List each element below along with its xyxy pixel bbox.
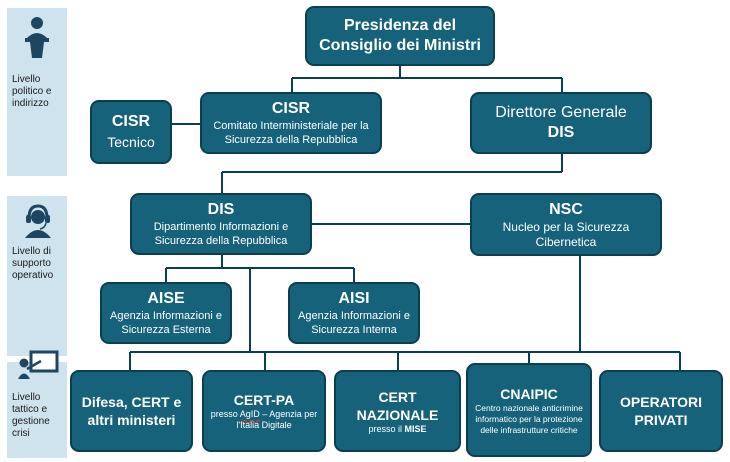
headset-operator-icon xyxy=(21,202,55,245)
box-certpa-title: CERT-PA xyxy=(233,392,295,408)
box-aisi[interactable]: AISI Agenzia Informazioni e Sicurezza In… xyxy=(288,282,420,344)
box-certnaz-subtitle: presso il MISE xyxy=(368,423,427,434)
box-difesa[interactable]: Difesa, CERT e altri ministeri xyxy=(70,370,193,452)
box-cisr-tecnico-title: CISR xyxy=(111,113,151,130)
box-cisr-tecnico[interactable]: CISR Tecnico xyxy=(90,100,172,164)
box-operatori-title: OPERATORI PRIVATI xyxy=(620,394,702,428)
box-certpa-subtitle: presso AgID – Agenzia per l'Italia Digit… xyxy=(210,409,318,430)
box-aisi-subtitle: Agenzia Informazioni e Sicurezza Interna xyxy=(298,310,410,336)
box-nsc[interactable]: NSC Nucleo per la Sicurezza Cibernetica xyxy=(470,193,662,256)
level-panel-support: Livello di supporto operativo xyxy=(7,196,67,356)
box-cisr-title: CISR xyxy=(271,100,311,117)
podium-speaker-icon xyxy=(21,16,53,65)
box-cisr-subtitle: Comitato Interministeriale per la Sicure… xyxy=(213,120,369,146)
box-direttore-subtitle: DIS xyxy=(547,124,575,141)
box-aisi-title: AISI xyxy=(338,290,370,307)
level-panel-tactical: Livello tattico e gestione crisi xyxy=(7,350,67,458)
box-aise-subtitle: Agenzia Informazioni e Sicurezza Esterna xyxy=(110,310,222,336)
box-cnaipic-title: CNAIPIC xyxy=(500,385,558,402)
box-nsc-title: NSC xyxy=(549,200,583,218)
box-cisr[interactable]: CISR Comitato Interministeriale per la S… xyxy=(200,92,382,154)
level-label-support: Livello di supporto operativo xyxy=(12,246,54,281)
level-label-political: Livello politico e indirizzo xyxy=(12,74,52,109)
box-certpa[interactable]: CERT-PA presso AgID – Agenzia per l'Ital… xyxy=(202,370,326,452)
box-certnaz-title: CERT NAZIONALE xyxy=(356,388,439,423)
box-direttore-title: Direttore Generale xyxy=(495,104,627,121)
box-difesa-title: Difesa, CERT e altri ministeri xyxy=(81,394,182,428)
box-aise[interactable]: AISE Agenzia Informazioni e Sicurezza Es… xyxy=(100,282,232,344)
level-label-tactical: Livello tattico e gestione crisi xyxy=(12,392,50,439)
box-cnaipic[interactable]: CNAIPIC Centro nazionale anticrimine inf… xyxy=(466,363,592,457)
box-presidenza[interactable]: Presidenza del Consiglio dei Ministri xyxy=(305,6,495,66)
box-dis-title: DIS xyxy=(207,201,235,218)
box-direttore[interactable]: Direttore Generale DIS xyxy=(470,92,652,154)
box-operatori[interactable]: OPERATORI PRIVATI xyxy=(599,370,723,452)
level-panel-political: Livello politico e indirizzo xyxy=(7,8,67,176)
presentation-board-icon xyxy=(17,350,61,385)
box-dis-subtitle: Dipartimento Informazioni e Sicurezza de… xyxy=(153,221,289,247)
box-cnaipic-subtitle: Centro nazionale anticrimine informatico… xyxy=(475,402,583,435)
box-nsc-subtitle: Nucleo per la Sicurezza Cibernetica xyxy=(502,219,630,249)
box-presidenza-title: Presidenza del Consiglio dei Ministri xyxy=(319,17,481,54)
box-aise-title: AISE xyxy=(147,290,185,307)
box-dis[interactable]: DIS Dipartimento Informazioni e Sicurezz… xyxy=(130,193,312,255)
box-certnaz[interactable]: CERT NAZIONALE presso il MISE xyxy=(334,370,461,452)
box-cisr-tecnico-subtitle: Tecnico xyxy=(107,134,155,150)
